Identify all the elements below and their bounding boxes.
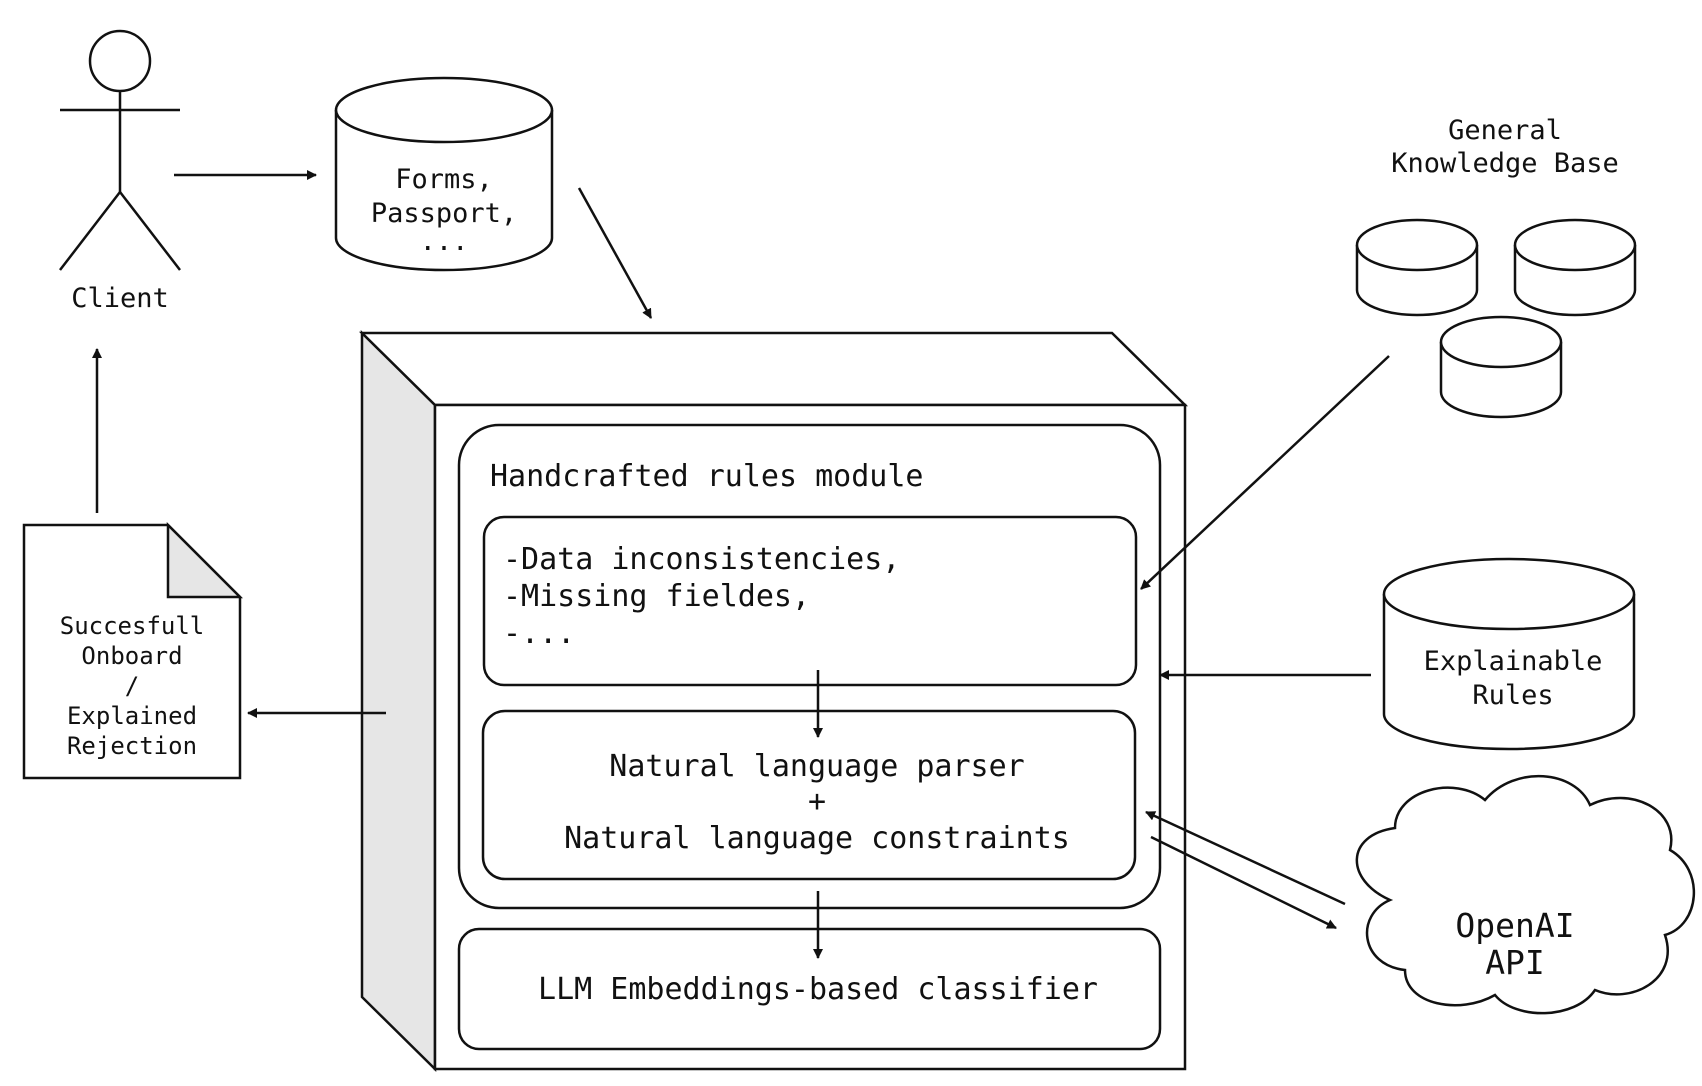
connector-arrows [92, 170, 1390, 959]
input-store-label: Forms, Passport, ... [371, 164, 517, 257]
rules-check-item: -Missing fieldes, [503, 579, 810, 614]
arrow-parser-to-api [1150, 835, 1337, 930]
classifier-box [457, 927, 1162, 1051]
knowledge-base-line: General [1448, 115, 1562, 146]
parser-box [481, 709, 1137, 881]
arrow-api-to-parser [1145, 810, 1346, 906]
client-label: Client [71, 283, 169, 314]
input-store-line: Passport, [371, 198, 517, 229]
arrow-knowledge-to-rules [1140, 355, 1390, 590]
rules-check-item: -... [503, 616, 575, 651]
classifier-label: LLM Embeddings-based classifier [538, 972, 1098, 1007]
parser-line: Natural language parser [609, 749, 1024, 784]
arrow-forms-to-system [577, 187, 653, 319]
rules-database-icon [1382, 557, 1636, 751]
output-document-line: Succesfull [60, 612, 205, 640]
rules-checks-box [482, 515, 1138, 687]
rules-store-line: Rules [1472, 680, 1553, 711]
rules-store-line: Explainable [1424, 646, 1603, 677]
cloud-icon [1355, 774, 1695, 1015]
output-document-label: Succesfull Onboard / Explained Rejection [60, 612, 205, 760]
rules-store-label: Explainable Rules [1424, 646, 1603, 711]
knowledge-base-line: Knowledge Base [1391, 148, 1619, 179]
output-document-line: Rejection [67, 732, 197, 760]
external-api-label: OpenAI API [1455, 906, 1574, 982]
input-database-icon [334, 76, 554, 272]
parser-label: Natural language parser + Natural langua… [564, 749, 1070, 856]
output-document-line: Explained [67, 702, 197, 730]
rules-checks-list: -Data inconsistencies, -Missing fieldes,… [503, 542, 900, 651]
rules-check-item: -Data inconsistencies, [503, 542, 900, 577]
parser-line: + [808, 784, 826, 819]
output-document-icon [22, 521, 244, 780]
knowledge-base-label: General Knowledge Base [1391, 115, 1619, 179]
rules-module-title: Handcrafted rules module [490, 459, 923, 494]
output-document-line: / [125, 672, 139, 700]
client-actor-icon [59, 29, 181, 271]
output-document-line: Onboard [81, 642, 182, 670]
external-api-line: OpenAI [1455, 906, 1574, 945]
parser-line: Natural language constraints [564, 821, 1070, 856]
external-api-line: API [1485, 943, 1545, 982]
input-store-line: Forms, [395, 164, 493, 195]
knowledge-base-database-icon [1355, 218, 1637, 419]
input-store-line: ... [420, 226, 469, 257]
